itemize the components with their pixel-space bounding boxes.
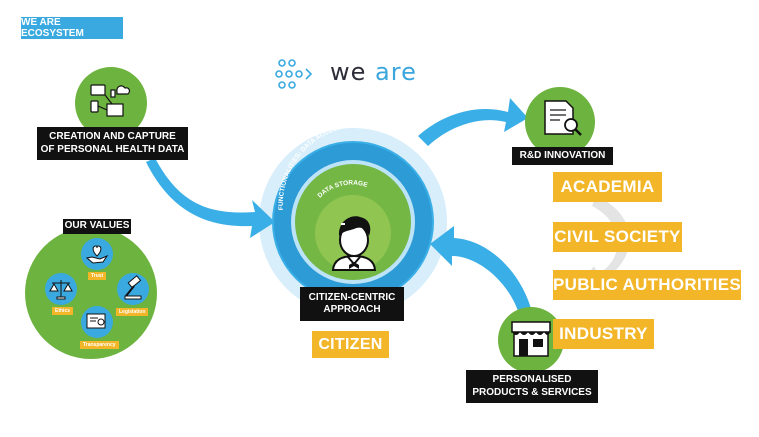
value-trust-label: Trust xyxy=(88,272,107,280)
hand-heart-icon xyxy=(85,245,109,264)
certificate-icon xyxy=(86,313,106,329)
value-ethics-label: Ethics xyxy=(52,307,74,315)
arrow-center-to-rd xyxy=(418,98,528,146)
products-services-label: PERSONALISED PRODUCTS & SERVICES xyxy=(466,370,598,403)
creation-label: CREATION AND CAPTURE OF PERSONAL HEALTH … xyxy=(37,127,188,160)
devices-icon xyxy=(90,84,131,117)
sector-public-authorities: PUBLIC AUTHORITIES xyxy=(553,270,741,300)
brand-logo: we are xyxy=(272,54,432,92)
sector-civil-society: CIVIL SOCIETY xyxy=(553,222,682,252)
citizen-icon xyxy=(331,216,377,271)
arrow-products-to-center xyxy=(430,226,532,317)
values-circle xyxy=(25,227,157,359)
logo-dots-icon xyxy=(275,59,313,89)
arrow-creation-to-center xyxy=(146,158,275,238)
grey-flow-arrow xyxy=(582,196,630,292)
gavel-icon xyxy=(124,275,142,300)
value-transparency-label: Transparency xyxy=(80,341,119,349)
rd-innovation-label: R&D INNOVATION xyxy=(512,147,613,165)
values-title: OUR VALUES xyxy=(63,219,131,234)
brand-wordmark: we are xyxy=(330,58,417,86)
value-legislation-label: Legislation xyxy=(116,308,149,316)
ecosystem-tag: WE ARE ECOSYSTEM xyxy=(21,17,123,39)
document-search-icon xyxy=(544,100,582,136)
shop-icon xyxy=(511,321,551,357)
sector-academia: ACADEMIA xyxy=(553,172,662,202)
citizen-centric-label: CITIZEN-CENTRIC APPROACH xyxy=(300,287,404,321)
scales-icon xyxy=(49,280,73,300)
citizen-badge: CITIZEN xyxy=(312,331,389,358)
sector-industry: INDUSTRY xyxy=(553,319,654,349)
